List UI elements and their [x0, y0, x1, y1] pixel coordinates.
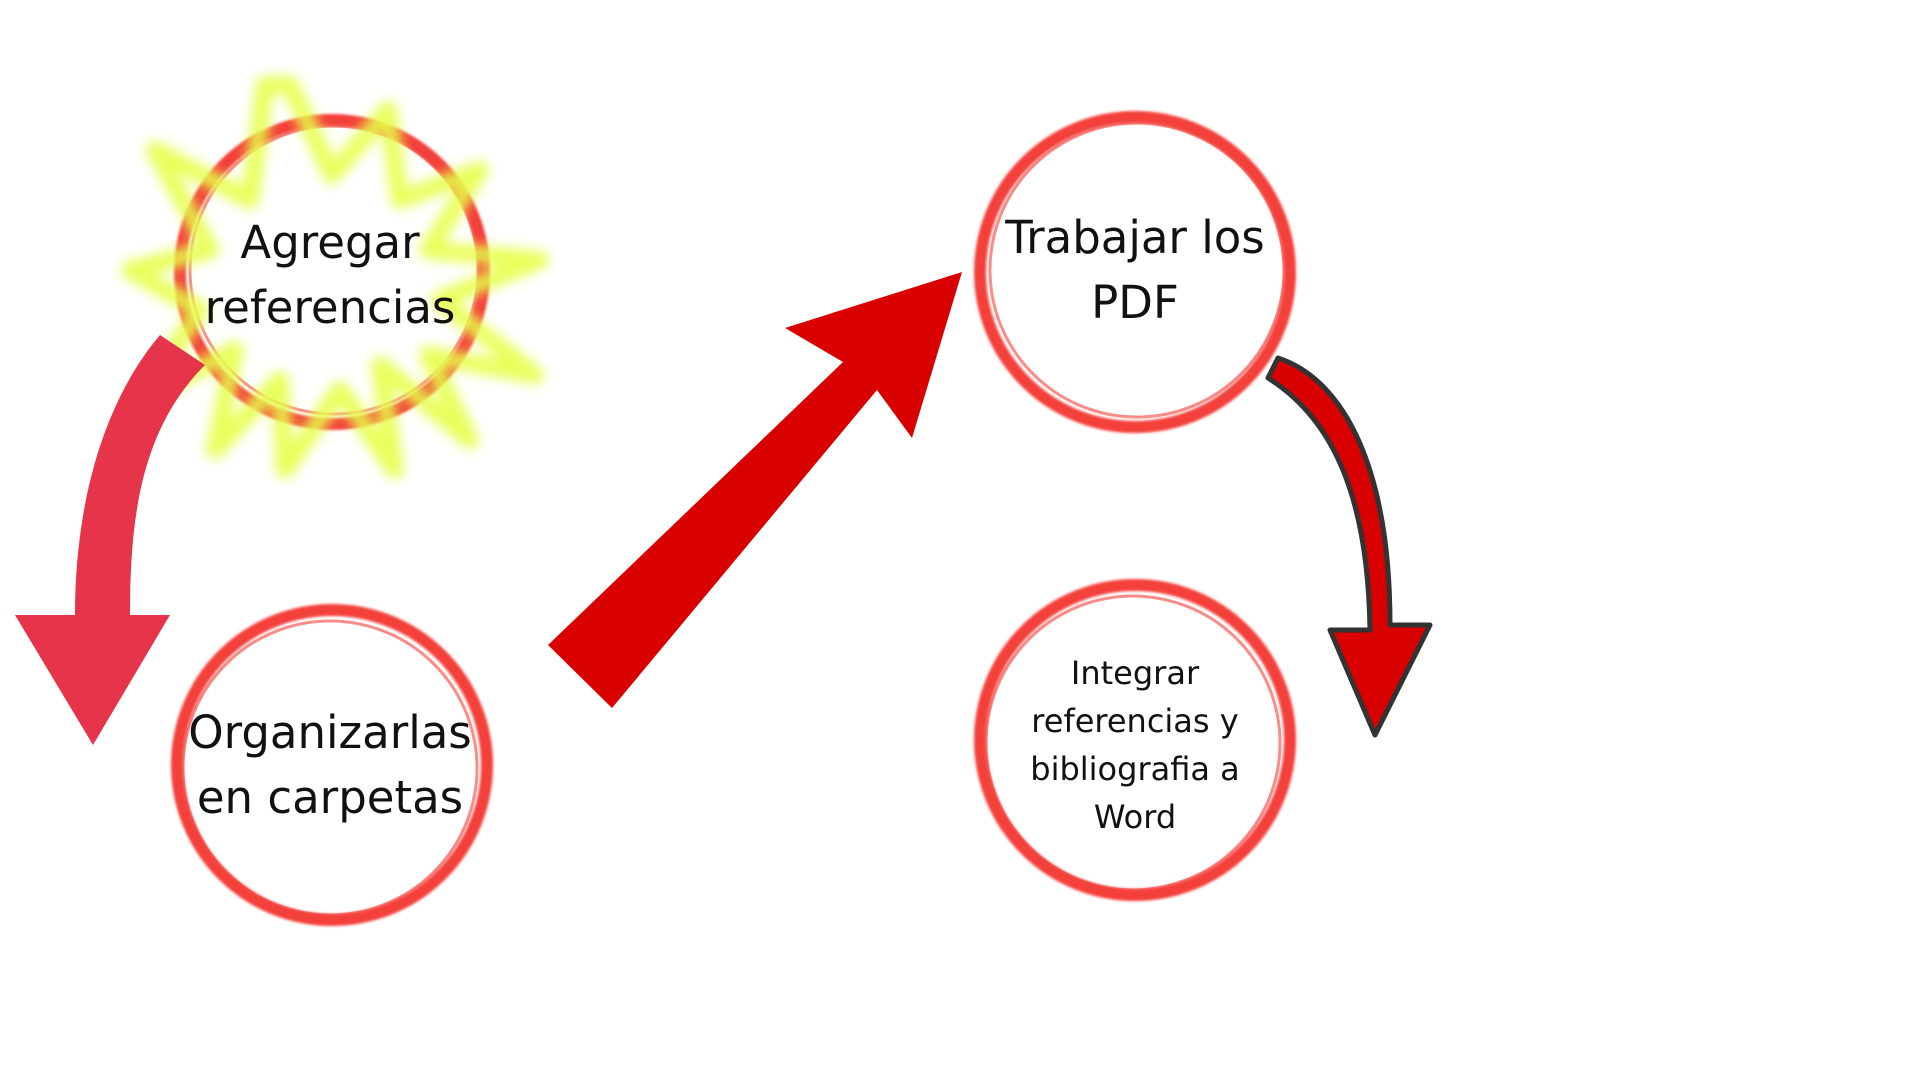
arrow-trabajar-to-integrar — [1268, 358, 1430, 735]
node-trabajar-label: Trabajar los PDF — [985, 185, 1285, 355]
node-agregar-label: Agregar referencias — [175, 190, 485, 360]
node-integrar-label: Integrar referencias y bibliografia a Wo… — [985, 625, 1285, 865]
arrow-agregar-to-organizar — [15, 335, 205, 745]
arrow-organizar-to-trabajar — [548, 272, 962, 708]
node-organizar-label: Organizarlas en carpetas — [180, 680, 480, 850]
